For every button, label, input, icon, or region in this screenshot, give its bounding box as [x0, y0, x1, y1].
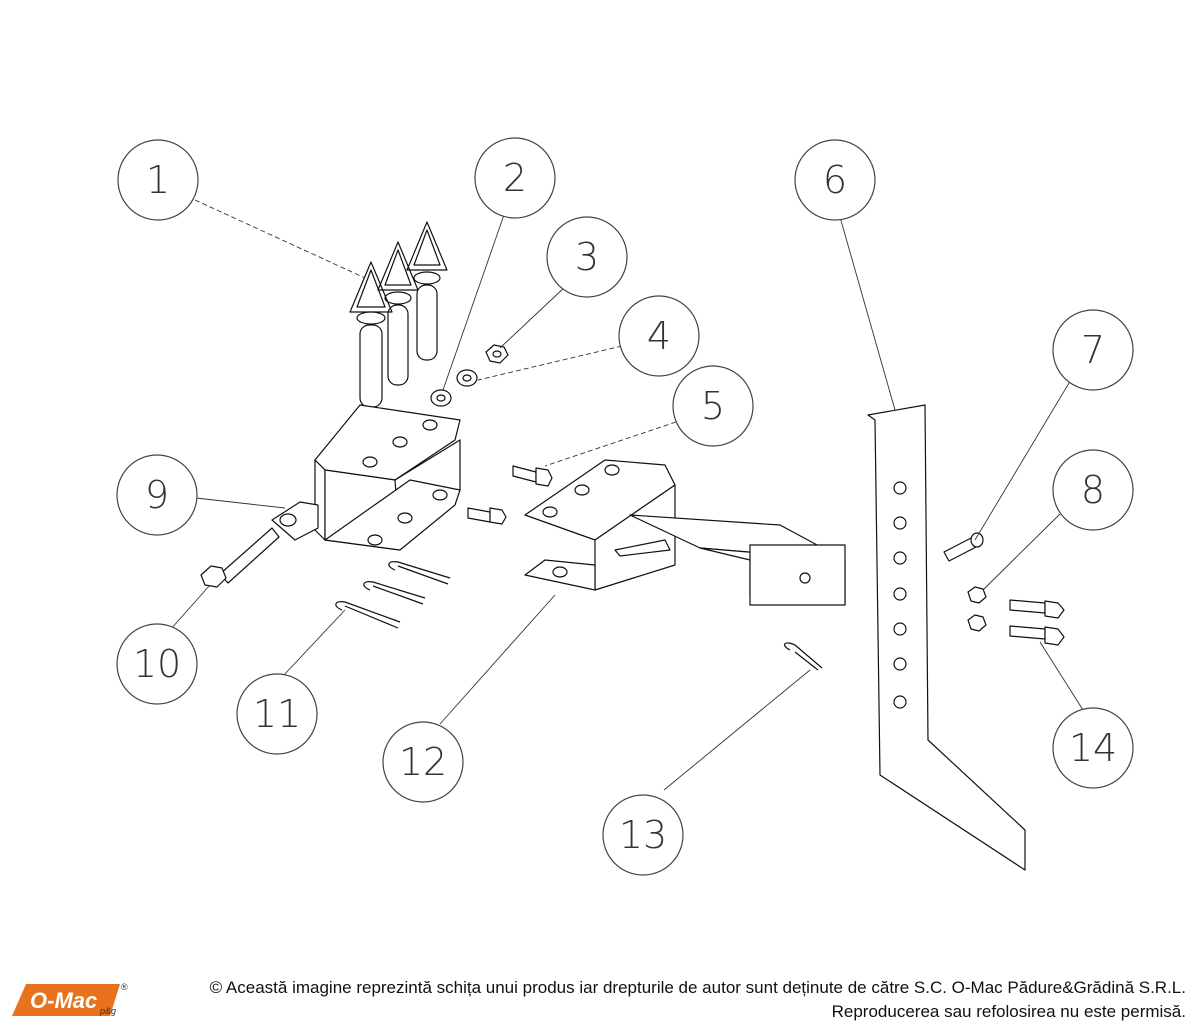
part-1-lock-pins: [349, 221, 448, 408]
logo-shape: [12, 984, 120, 1016]
callout-12: 12: [382, 721, 464, 803]
part-12-hitch-receiver: [524, 459, 846, 606]
part-3-hex-nut: [485, 344, 509, 364]
part-8-nuts: [967, 586, 987, 632]
bolt: [467, 507, 507, 525]
logo-suffix: p&g: [99, 1006, 116, 1016]
callout-14: 14: [1052, 707, 1134, 789]
part-14-bolts: [1009, 599, 1065, 646]
callout-label: 3: [575, 235, 599, 279]
callout-13: 13: [602, 794, 684, 876]
logo-text: O-Mac: [30, 988, 97, 1013]
callout-6: 6: [794, 139, 876, 221]
callout-label: 6: [823, 158, 847, 202]
callout-label: 1: [146, 158, 170, 202]
logo-registered: ®: [121, 982, 128, 992]
callout-7: 7: [1052, 309, 1134, 391]
callout-label: 14: [1069, 726, 1117, 770]
callout-label: 10: [133, 642, 181, 686]
callout-5: 5: [672, 365, 754, 447]
callout-9: 9: [116, 454, 198, 536]
callout-8: 8: [1052, 449, 1134, 531]
bolt: [512, 465, 553, 487]
callout-1: 1: [117, 139, 199, 221]
lock-pin: [377, 241, 419, 386]
exploded-parts-diagram: 1 2 3 4 5 6 7 8 9 10 11 12 13 14: [116, 137, 1134, 876]
callout-label: 5: [701, 384, 725, 428]
callout-label: 2: [503, 156, 527, 200]
footer: O-Mac p&g ® © Această imagine reprezintă…: [0, 968, 1200, 1030]
callout-label: 4: [647, 314, 671, 358]
callout-label: 13: [619, 813, 667, 857]
o-mac-logo: O-Mac p&g ®: [12, 982, 128, 1016]
copyright-line-2: Reproducerea sau refolosirea nu este per…: [831, 1002, 1186, 1021]
callout-label: 7: [1081, 328, 1105, 372]
copyright-line-1: © Această imagine reprezintă schița unui…: [209, 978, 1186, 997]
callout-label: 8: [1081, 468, 1105, 512]
part-6-shank: [867, 404, 1026, 871]
part-4-washer: [456, 369, 478, 387]
lock-pin: [349, 261, 393, 408]
part-5-bolts: [467, 465, 553, 525]
part-10-long-bolt: [200, 527, 280, 588]
callout-label: 11: [253, 692, 301, 736]
callout-4: 4: [618, 295, 700, 377]
part-11-r-clips: [335, 561, 451, 629]
part-2-washer: [430, 389, 452, 407]
part-9-u-bracket: [271, 404, 461, 551]
callout-11: 11: [236, 673, 318, 755]
part-13-hairpin: [783, 642, 823, 671]
leader-lines: [169, 199, 1084, 791]
callout-10: 10: [116, 623, 198, 705]
part-7-pin: [943, 532, 984, 562]
callout-label: 12: [399, 740, 447, 784]
lock-pin: [406, 221, 448, 361]
callout-label: 9: [145, 473, 169, 517]
callout-2: 2: [474, 137, 556, 219]
callout-3: 3: [546, 216, 628, 298]
